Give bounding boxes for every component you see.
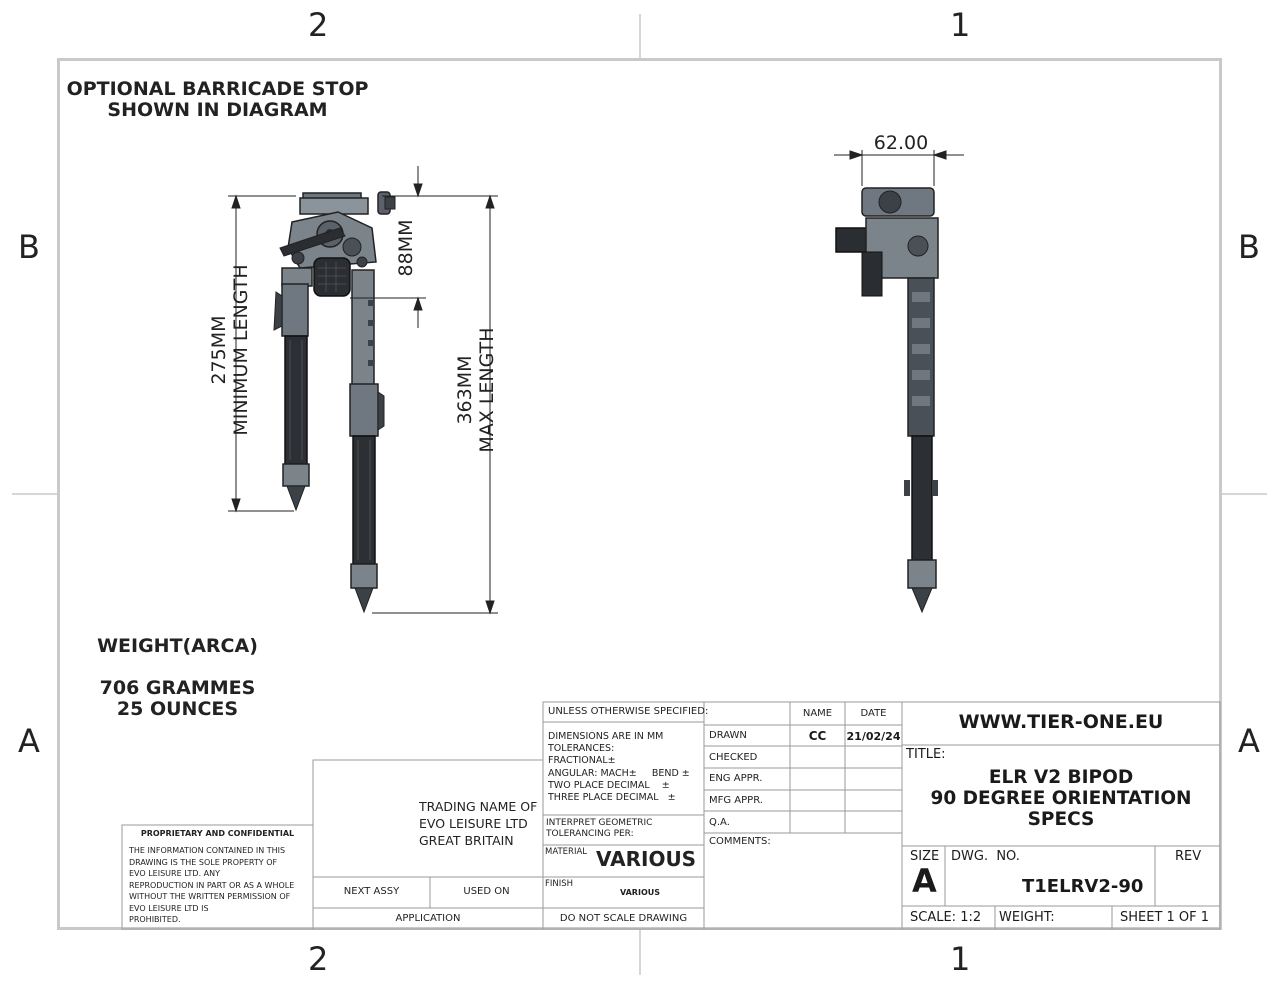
tolerance-line: FRACTIONAL±: [548, 755, 616, 767]
tolerance-line: ANGULAR: MACH± BEND ±: [548, 767, 690, 779]
proprietary-text-line: EVO LEISURE LTD. ANY: [129, 869, 221, 878]
title-label: TITLE:: [906, 747, 946, 762]
trading-line: TRADING NAME OF: [419, 799, 538, 814]
drawing-title: ELR V2 BIPOD 90 DEGREE ORIENTATION SPECS: [875, 767, 1247, 830]
interpret-line: INTERPRET GEOMETRIC: [546, 818, 653, 828]
trading-name: TRADING NAME OF EVO LEISURE LTD GREAT BR…: [419, 798, 537, 849]
barricade-note-line-1: OPTIONAL BARRICADE STOP: [66, 78, 369, 100]
front-dimension-lines: [228, 166, 498, 615]
bipod-side-view: [835, 187, 939, 614]
tolerance-line: THREE PLACE DECIMAL ±: [548, 792, 676, 804]
zone-marker-left-a: A: [18, 722, 40, 760]
proprietary-text-line: WITHOUT THE WRITTEN PERMISSION OF: [129, 892, 291, 901]
title-line: 90 DEGREE ORIENTATION: [930, 788, 1192, 809]
side-width-value: 62.00: [873, 132, 929, 154]
max-length-value: 363MM: [454, 355, 476, 425]
tolerances-block: DIMENSIONS ARE IN MM TOLERANCES: FRACTIO…: [548, 731, 690, 804]
finish-value: VARIOUS: [619, 888, 661, 897]
min-length-label: MINIMUM LENGTH: [230, 264, 252, 436]
proprietary-text-line: PROHIBITED.: [129, 915, 181, 924]
weight-values: 706 GRAMMES 25 OUNCES: [70, 678, 285, 720]
zone-marker-bottom-1: 1: [950, 940, 971, 978]
max-length-label: MAX LENGTH: [476, 327, 498, 453]
used-on-label: USED ON: [463, 886, 510, 897]
barricade-note: OPTIONAL BARRICADE STOP SHOWN IN DIAGRAM: [60, 79, 375, 121]
drawn-date: 21/02/24: [846, 730, 901, 743]
title-block-grid: [121, 701, 1221, 930]
min-length-value: 275MM: [208, 315, 230, 385]
proprietary-text-line: REPRODUCTION IN PART OR AS A WHOLE: [129, 880, 295, 890]
size-value: A: [912, 862, 937, 900]
sheet-label: SHEET 1 OF 1: [1120, 910, 1210, 925]
comments-label: COMMENTS:: [709, 836, 771, 847]
size-label: SIZE: [910, 849, 940, 864]
title-line: SPECS: [1027, 809, 1095, 830]
zone-marker-right-a: A: [1238, 722, 1260, 760]
side-dimension-lines: [834, 150, 964, 186]
trading-line: EVO LEISURE LTD: [419, 816, 528, 831]
qa-label: Q.A.: [709, 817, 730, 828]
interpret-geometric: INTERPRET GEOMETRIC TOLERANCING PER:: [546, 818, 652, 840]
barricade-note-line-2: SHOWN IN DIAGRAM: [107, 99, 328, 121]
interpret-line: TOLERANCING PER:: [546, 829, 634, 839]
zone-marker-left-b: B: [18, 228, 40, 266]
name-header: NAME: [802, 708, 833, 719]
material-value: VARIOUS: [596, 847, 697, 871]
weight-title: WEIGHT(ARCA): [97, 635, 258, 657]
weight-label: WEIGHT:: [999, 910, 1055, 925]
zone-marker-bottom-2: 2: [308, 940, 329, 978]
proprietary-title: PROPRIETARY AND CONFIDENTIAL: [140, 829, 295, 838]
title-line: ELR V2 BIPOD: [988, 767, 1134, 788]
do-not-scale: DO NOT SCALE DRAWING: [559, 913, 688, 924]
proprietary-text-line: DRAWING IS THE SOLE PROPERTY OF: [129, 857, 278, 867]
unless-specified: UNLESS OTHERWISE SPECIFIED:: [548, 706, 709, 717]
rev-label: REV: [1175, 849, 1202, 864]
drawn-label: DRAWN: [709, 730, 747, 741]
finish-label: FINISH: [545, 879, 574, 889]
zone-marker-right-b: B: [1238, 228, 1260, 266]
application-label: APPLICATION: [395, 913, 461, 924]
tolerance-line: TWO PLACE DECIMAL ±: [548, 779, 670, 791]
zone-marker-top-2: 2: [308, 6, 329, 44]
proprietary-text-line: EVO LEISURE LTD IS: [129, 903, 209, 913]
tolerance-line: TOLERANCES:: [548, 743, 615, 755]
drawn-name: CC: [808, 729, 827, 743]
material-label: MATERIAL: [545, 847, 588, 857]
date-header: DATE: [860, 708, 887, 719]
zone-marker-top-1: 1: [950, 6, 971, 44]
dwg-number: T1ELRV2-90: [1022, 876, 1144, 897]
weight-ounces: 25 OUNCES: [116, 698, 239, 720]
website: WWW.TIER-ONE.EU: [958, 711, 1164, 733]
head-height-value: 88MM: [395, 219, 417, 277]
checked-label: CHECKED: [709, 752, 758, 763]
dwg-no-label: DWG. NO.: [951, 849, 1020, 864]
scale-label: SCALE: 1:2: [910, 910, 982, 925]
weight-grams: 706 GRAMMES: [99, 677, 256, 699]
proprietary-text-line: THE INFORMATION CONTAINED IN THIS: [129, 846, 286, 855]
eng-appr-label: ENG APPR.: [709, 773, 763, 784]
mfg-appr-label: MFG APPR.: [709, 795, 763, 806]
bipod-front-view: [273, 191, 396, 614]
tolerance-line: DIMENSIONS ARE IN MM: [548, 731, 664, 742]
next-assy-label: NEXT ASSY: [343, 886, 400, 897]
trading-line: GREAT BRITAIN: [419, 833, 514, 848]
proprietary-text: THE INFORMATION CONTAINED IN THIS DRAWIN…: [129, 845, 311, 926]
